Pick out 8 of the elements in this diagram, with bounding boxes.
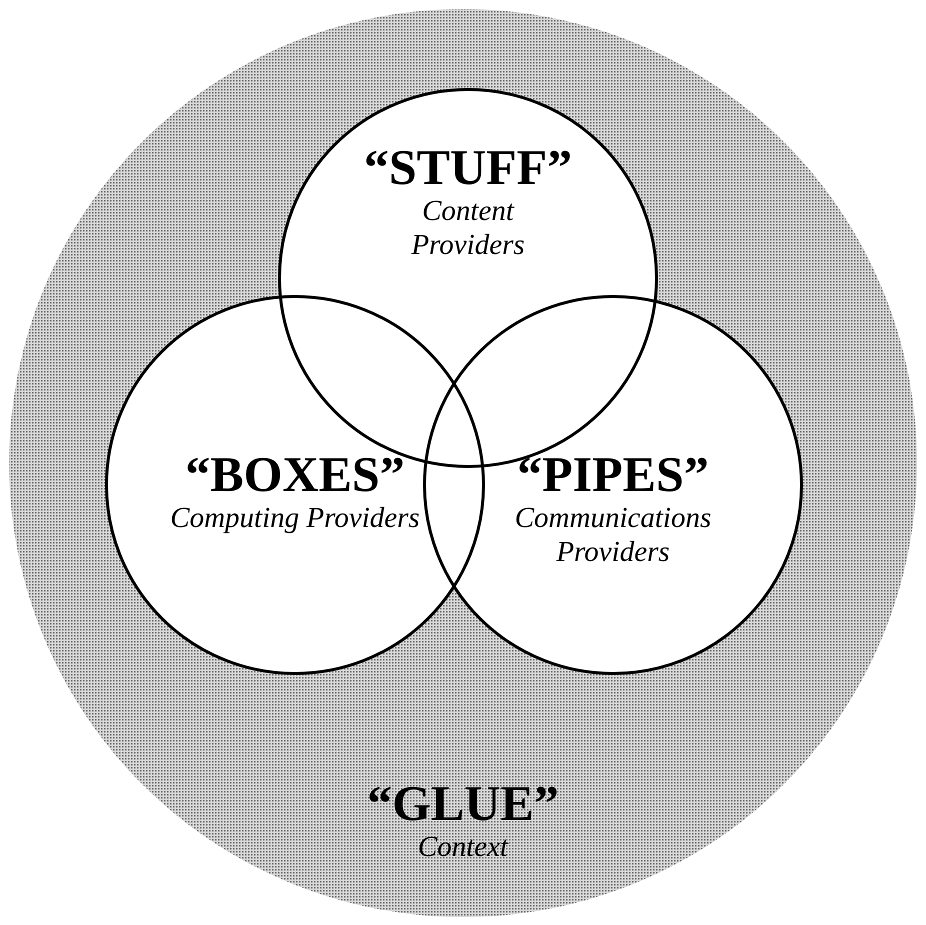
circle-heading: “PIPES”: [517, 447, 709, 501]
circle-subtitle: Context: [418, 830, 508, 864]
circle-subtitle: Computing Providers: [170, 501, 420, 535]
circle-heading: “BOXES”: [185, 447, 405, 501]
circle-subtitle: Communications Providers: [514, 501, 712, 569]
circle-heading: “STUFF”: [364, 140, 572, 194]
circle-subtitle: Content Providers: [410, 194, 526, 262]
circle-heading: “GLUE”: [367, 776, 559, 830]
